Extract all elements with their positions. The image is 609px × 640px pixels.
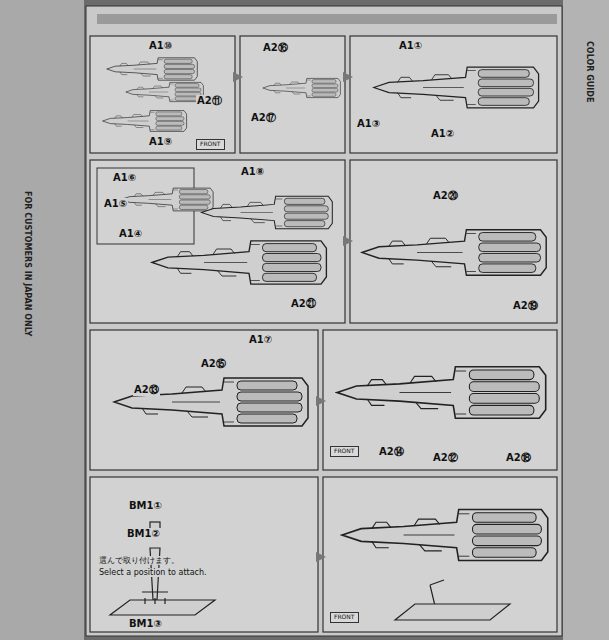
front-icon: FRONT: [330, 446, 359, 457]
part-callout: Select a position to attach.: [98, 568, 208, 577]
header-bar: [97, 14, 557, 24]
part-callout: A2㉑: [290, 298, 317, 310]
front-text: FRONT: [334, 448, 355, 455]
part-callout: A1⑨: [148, 136, 173, 148]
part-callout: BM1③: [128, 618, 163, 630]
part-callout: A2⑪: [196, 95, 223, 107]
part-callout: A1⑩: [148, 40, 173, 52]
right-flap: [563, 0, 609, 640]
side-note: FOR CUSTOMERS IN JAPAN ONLY: [23, 190, 32, 337]
sheet: [86, 6, 562, 636]
part-callout: A1⑥: [112, 172, 137, 184]
part-callout: A1⑦: [248, 334, 273, 346]
part-callout: A2⑲: [512, 300, 539, 312]
part-callout: A2⑮: [200, 358, 227, 370]
part-callout: A1③: [356, 118, 381, 130]
part-callout: A2⑰: [250, 112, 277, 124]
part-callout: A1①: [398, 40, 423, 52]
part-callout: A2⑯: [262, 42, 289, 54]
front-text: FRONT: [334, 614, 355, 621]
ship-illustrations: [103, 58, 548, 561]
part-callout: A2⑳: [432, 190, 459, 202]
front-icon: FRONT: [196, 139, 225, 150]
part-callout: BM1①: [128, 500, 163, 512]
step-arrows: [233, 72, 353, 562]
part-callout: A1④: [118, 228, 143, 240]
part-callout: 選んで取り付けます。: [98, 556, 180, 565]
front-icon: FRONT: [330, 612, 359, 623]
part-callout: A2⑭: [378, 446, 405, 458]
step-panels: [90, 36, 557, 632]
left-flap: [0, 0, 84, 640]
side-note: COLOR GUIDE: [585, 40, 594, 103]
front-text: FRONT: [200, 141, 221, 148]
part-callout: A2⑫: [432, 452, 459, 464]
part-callout: A2⑱: [505, 452, 532, 464]
part-callout: BM1②: [126, 528, 161, 540]
part-callout: A1⑤: [103, 198, 128, 210]
part-callout: A1⑧: [240, 166, 265, 178]
part-callout: A1②: [430, 128, 455, 140]
part-callout: A2⑬: [133, 384, 160, 396]
